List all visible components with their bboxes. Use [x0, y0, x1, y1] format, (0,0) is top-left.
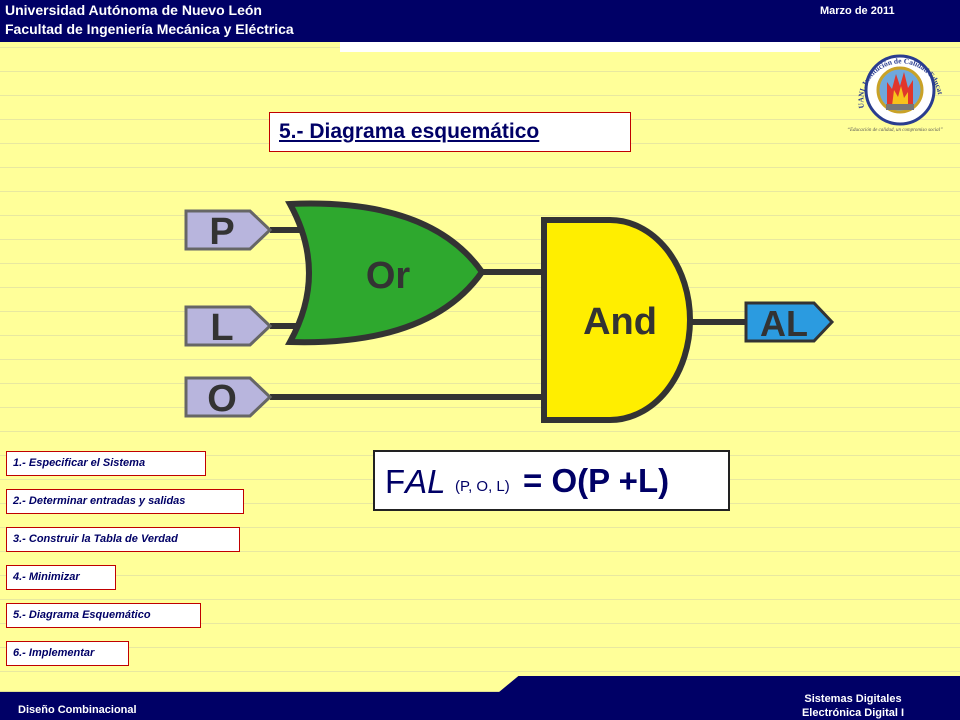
input-o: O	[184, 376, 273, 420]
input-p-shape	[184, 209, 273, 251]
uanl-logo: UANL Institución de Calidad Educativa “E…	[834, 52, 945, 133]
input-o-label: O	[207, 378, 237, 420]
and-gate-label: And	[583, 301, 657, 343]
boolean-formula: FAL (P, O, L) = O(P +L)	[373, 450, 730, 511]
and-gate-shape	[541, 217, 693, 423]
output-al-label: AL	[760, 303, 808, 344]
footer-bar: Diseño Combinacional Sistemas Digitales …	[0, 676, 960, 720]
footer-right-line2: Electrónica Digital I	[801, 707, 905, 719]
header-bar: Universidad Autónoma de Nuevo León Facul…	[0, 0, 960, 42]
slide-title-text: 5.- Diagrama esquemático	[279, 120, 540, 143]
output-al: AL	[744, 301, 835, 344]
formula-name-italic: AL	[405, 463, 446, 500]
input-p-label: P	[209, 211, 234, 253]
header-date: Marzo de 2011	[820, 5, 895, 17]
step-3[interactable]: 3.- Construir la Tabla de Verdad	[6, 527, 240, 552]
step-6[interactable]: 6.- Implementar	[6, 641, 129, 666]
footer-right-line1: Sistemas Digitales	[804, 693, 902, 705]
step-5[interactable]: 5.- Diagrama Esquemático	[6, 603, 201, 628]
logo-tagline: “Educación de calidad, un compromiso soc…	[847, 127, 943, 133]
faculty-name: Facultad de Ingeniería Mecánica y Eléctr…	[5, 21, 294, 37]
step-2[interactable]: 2.- Determinar entradas y salidas	[6, 489, 244, 514]
step-1[interactable]: 1.- Especificar el Sistema	[6, 451, 206, 476]
or-gate-label: Or	[366, 255, 411, 297]
input-o-shape	[184, 376, 273, 418]
slide-title: 5.- Diagrama esquemático	[269, 112, 631, 152]
formula-name: FAL	[385, 463, 446, 500]
formula-subscript: (P, O, L)	[455, 478, 510, 495]
and-gate: And	[541, 217, 693, 423]
header-accent	[340, 42, 820, 52]
input-l-shape	[184, 305, 273, 347]
or-gate-shape	[285, 200, 486, 346]
university-name: Universidad Autónoma de Nuevo León	[5, 2, 262, 18]
input-p: P	[184, 209, 273, 253]
or-gate: Or	[285, 200, 486, 346]
input-l-label: L	[210, 307, 233, 349]
step-4[interactable]: 4.- Minimizar	[6, 565, 116, 590]
footer-left: Diseño Combinacional	[18, 704, 137, 716]
schematic-diagram: P L O Or And AL	[184, 200, 835, 423]
input-l: L	[184, 305, 273, 349]
formula-expression: = O(P +L)	[523, 462, 670, 499]
output-al-shape	[744, 301, 835, 343]
